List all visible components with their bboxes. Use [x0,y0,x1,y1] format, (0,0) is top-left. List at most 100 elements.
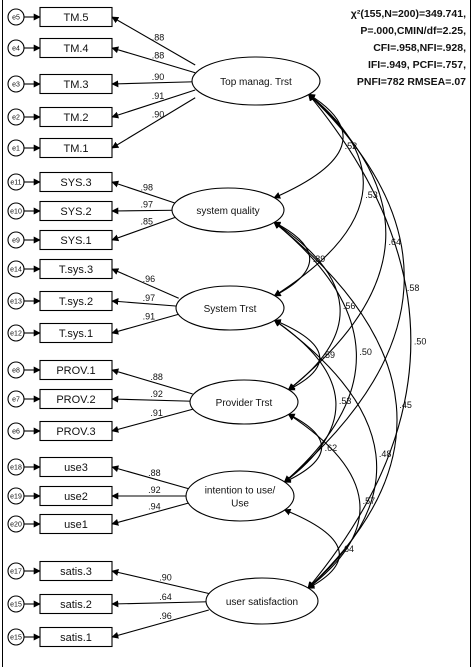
loading-label: .98 [141,183,154,193]
latent-construct-ellipse [189,379,299,425]
covariance-label: .56 [343,301,356,311]
latent-construct-ellipse [191,56,321,106]
loading-label: .97 [143,293,156,303]
error-term-circle [7,458,25,476]
latent-construct-ellipse [185,470,295,522]
loading-label: .96 [143,274,156,284]
fit-stat-line: P=.000,CMIN/df=2.25, [360,25,466,37]
error-term-circle [7,292,25,310]
indicator-box [39,290,113,312]
covariance-arrow [287,93,387,391]
loading-label: .96 [159,611,172,621]
covariance-label: .59 [322,350,335,360]
error-term-label: e9 [12,238,20,245]
error-term-label: e4 [12,46,20,53]
loading-arrow [111,395,193,403]
loading-arrow [111,46,196,74]
loading-arrow [111,600,209,608]
indicator-label: T.sys.3 [59,264,93,276]
error-term-circle [7,8,25,26]
construct-label: user satisfaction [226,597,298,608]
fit-stat-line: χ²(155,N=200)=349.741, [351,8,466,20]
loading-label: .97 [141,200,154,210]
loading-label: .90 [152,109,165,119]
covariance-arrow [307,93,412,589]
indicator-label: SYS.3 [60,177,91,189]
loading-label: .88 [152,32,165,42]
covariance-layer [273,93,412,589]
indicator-label: TM.5 [63,12,88,24]
indicator-label: SYS.1 [60,235,91,247]
fit-stat-line: CFI=.958,NFI=.928, [373,42,466,54]
error-term-label: e7 [12,397,20,404]
indicator-label: use3 [64,462,88,474]
construct-label: System Trst [204,304,257,315]
error-term-circle [7,562,25,580]
covariance-arrow [273,221,311,297]
loading-label: .91 [152,91,165,101]
loading-arrow [111,408,193,433]
indicator-label: T.sys.2 [59,296,93,308]
error-term-circle [7,231,25,249]
indicator-label: TM.3 [63,79,88,91]
error-term-label: e11 [10,180,21,187]
construct-label: Use [231,499,249,510]
error-term-label: e15 [10,602,22,609]
fit-stat-line: PNFI=782 RMSEA=.07 [357,76,466,88]
error-term-circle [7,515,25,533]
error-term-circle [7,390,25,408]
error-term-label: e15 [10,635,22,642]
error-term-circle [7,361,25,379]
error-term-label: e2 [12,115,20,122]
indicator-box [39,322,113,344]
indicator-label: PROV.2 [56,394,95,406]
indicator-box [39,626,113,648]
error-term-circle [7,139,25,157]
loading-label: .64 [159,592,172,602]
frame-right-border [470,0,471,667]
loading-label: .92 [148,485,161,495]
indicator-box [39,171,113,193]
text-layer: χ²(155,N=200)=349.741, P=.000,CMIN/df=2.… [141,8,467,621]
loading-label: .90 [159,572,172,582]
indicator-label: PROV.3 [56,426,95,438]
covariance-label: .53 [365,190,378,200]
error-term-circle [7,75,25,93]
loading-label: .90 [152,72,165,82]
indicator-label: TM.1 [63,143,88,155]
covariance-arrow [283,93,405,483]
indicator-box [39,485,113,507]
loading-arrow [111,569,209,595]
loading-label: .91 [143,312,156,322]
indicator-label: T.sys.1 [59,328,93,340]
indicator-box [39,388,113,410]
indicator-box [39,593,113,615]
covariance-label: .57 [363,496,376,506]
construct-label: Top manag. Trst [220,77,292,88]
node-layer: TM.5e5TM.4e4TM.3e3TM.2e2TM.1e1SYS.3e11SY… [7,6,321,648]
error-term-circle [7,595,25,613]
loading-label: .88 [150,372,163,382]
loading-label: .88 [148,468,161,478]
error-term-label: e18 [10,465,22,472]
loading-arrow [111,216,175,242]
indicator-box [39,200,113,222]
covariance-label: .58 [407,283,420,293]
indicator-label: SYS.2 [60,206,91,218]
loading-arrow [111,313,179,335]
covariance-arrow [273,93,344,199]
indicator-label: use1 [64,519,88,531]
latent-construct-ellipse [171,187,285,233]
error-term-circle [7,39,25,57]
error-term-label: e12 [10,331,22,338]
error-term-label: e6 [12,429,20,436]
latent-construct-ellipse [175,285,285,331]
loading-arrow [111,465,189,490]
loading-label: .92 [150,389,163,399]
error-term-circle [7,202,25,220]
error-term-label: e10 [10,209,22,216]
loading-arrow [111,609,209,639]
covariance-label: .52 [345,141,358,151]
covariance-label: .50 [414,336,427,346]
